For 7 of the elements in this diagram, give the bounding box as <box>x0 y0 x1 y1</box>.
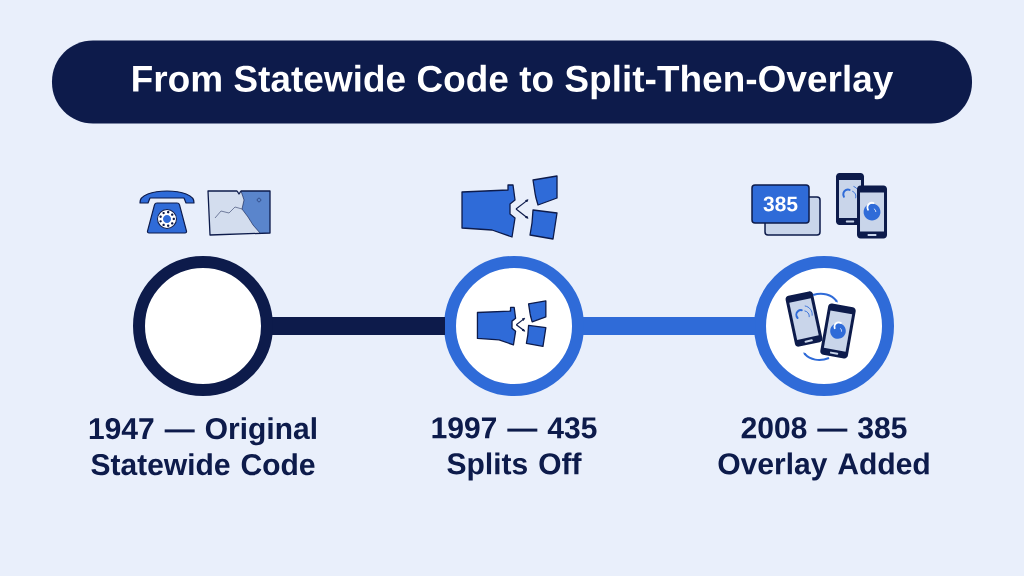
milestone-label: 1997 — 435 Splits Off <box>432 417 597 481</box>
milestone-label: 1947 — Original Statewide Code <box>89 417 316 476</box>
milestone-label: 2008 — 385 Overlay Added <box>718 417 929 481</box>
title-banner: From Statewide Code to Split-Then-Overlay <box>52 40 972 124</box>
area-code-card: 385 <box>751 184 821 236</box>
connector-bar <box>272 317 445 335</box>
connector-bar <box>583 317 755 335</box>
